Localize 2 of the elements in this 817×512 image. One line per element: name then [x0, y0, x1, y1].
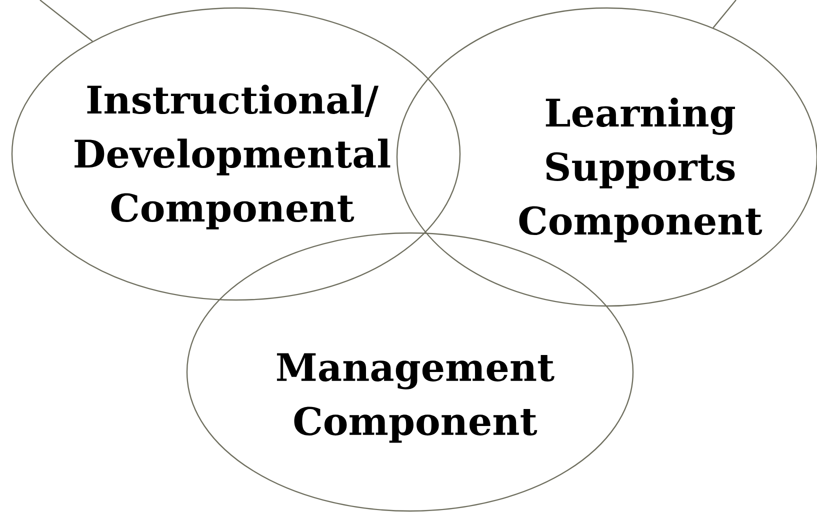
- leader-line: [712, 0, 736, 28]
- leader-line: [40, 0, 93, 42]
